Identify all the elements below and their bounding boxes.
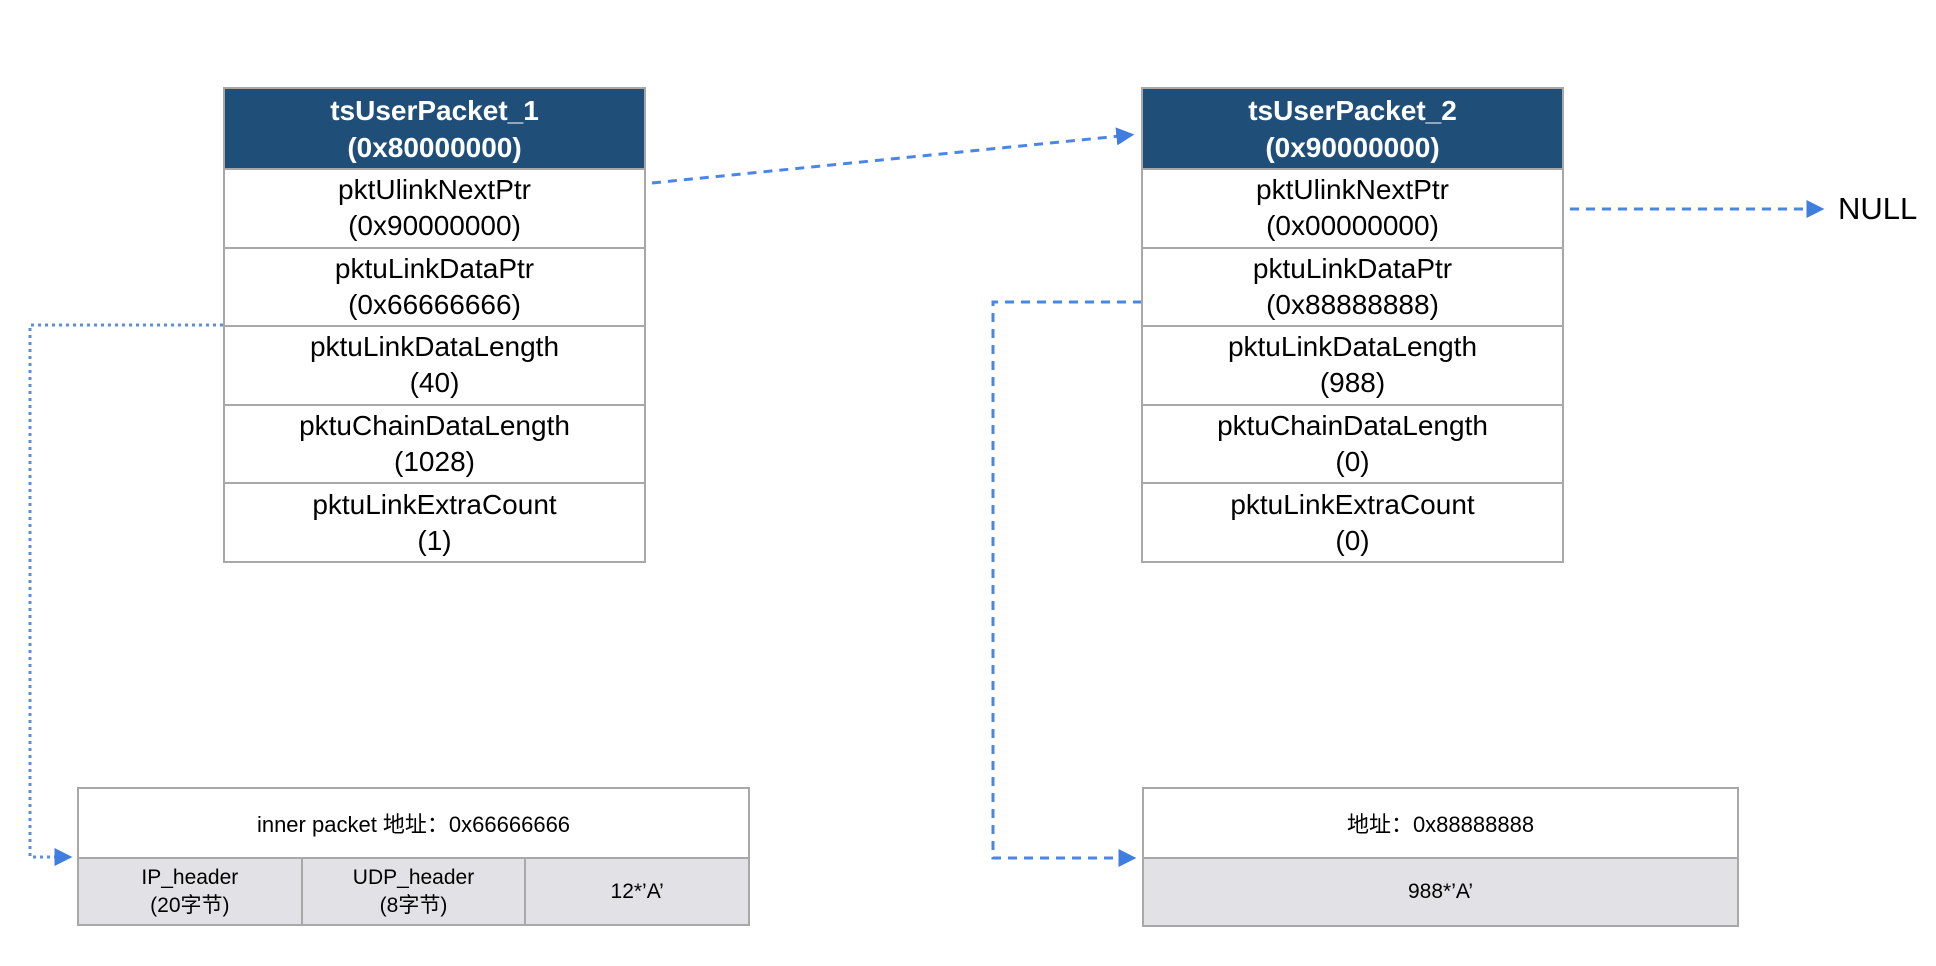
arrow-data-ptr-to-buffer2 (991, 300, 1142, 867)
field-value: (0x88888888) (1266, 288, 1439, 320)
field-value: (0x00000000) (1266, 210, 1439, 242)
buffer2-table: 地址：0x88888888 988*’A’ (1142, 787, 1739, 927)
packet1-title: tsUserPacket_1 (330, 94, 539, 126)
field-label: pktuLinkDataPtr (334, 252, 535, 284)
field-value: (1028) (394, 446, 475, 478)
field-value: (40) (409, 367, 460, 399)
field-value: (0) (1335, 524, 1370, 556)
packet1-row-next-ptr: pktUlinkNextPtr (0x90000000) (225, 168, 644, 247)
null-label: NULL (1838, 191, 1918, 226)
packet1-row-data-length: pktuLinkDataLength (40) (225, 325, 644, 404)
packet2-address: (0x90000000) (1265, 131, 1440, 163)
packet2-row-chain-length: pktuChainDataLength (0) (1143, 403, 1562, 483)
cell-line1: IP_header (141, 865, 239, 889)
cell-line2: (8字节) (379, 893, 448, 917)
arrow-data-ptr-to-buffer1 (28, 323, 223, 866)
field-label: pktuLinkExtraCount (1230, 488, 1475, 520)
packet1-table: tsUserPacket_1 (0x80000000) pktUlinkNext… (223, 87, 646, 563)
arrow-next-ptr-to-packet2 (651, 127, 1135, 185)
packet2-row-next-ptr: pktUlinkNextPtr (0x00000000) (1143, 168, 1562, 247)
packet2-row-extra-count: pktuLinkExtraCount (0) (1143, 482, 1562, 561)
packet2-title: tsUserPacket_2 (1248, 94, 1457, 126)
packet2-table: tsUserPacket_2 (0x90000000) pktUlinkNext… (1141, 87, 1564, 563)
buffer1-title: inner packet 地址：0x66666666 (79, 789, 748, 857)
field-value: (0x90000000) (348, 210, 521, 242)
field-value: (1) (417, 524, 452, 556)
packet1-address: (0x80000000) (347, 131, 522, 163)
field-label: pktuLinkDataLength (309, 331, 560, 363)
field-label: pktUlinkNextPtr (338, 174, 531, 206)
packet1-row-extra-count: pktuLinkExtraCount (1) (225, 482, 644, 561)
cell-line2: (20字节) (150, 893, 230, 917)
field-value: (988) (1319, 367, 1386, 399)
packet1-header: tsUserPacket_1 (0x80000000) (225, 89, 644, 168)
field-label: pktuLinkDataLength (1227, 331, 1478, 363)
buffer1-cells: IP_header (20字节) UDP_header (8字节) 12*’A’ (79, 857, 748, 924)
field-label: pktuLinkExtraCount (312, 488, 557, 520)
field-label: pktUlinkNextPtr (1256, 174, 1449, 206)
packet1-row-data-ptr: pktuLinkDataPtr (0x66666666) (225, 246, 644, 326)
field-value: (0x66666666) (348, 288, 521, 320)
field-label: pktuLinkDataPtr (1252, 252, 1453, 284)
field-value: (0) (1335, 446, 1370, 478)
buffer1-cell-udp-header: UDP_header (8字节) (300, 859, 525, 924)
buffer2-cells: 988*’A’ (1144, 857, 1737, 925)
packet2-row-data-length: pktuLinkDataLength (988) (1143, 325, 1562, 404)
buffer1-cell-ip-header: IP_header (20字节) (79, 859, 301, 924)
buffer2-title: 地址：0x88888888 (1144, 789, 1737, 857)
buffer1-cell-payload: 12*’A’ (524, 859, 748, 924)
buffer2-cell-payload: 988*’A’ (1408, 880, 1473, 903)
cell-line1: 12*’A’ (610, 879, 664, 903)
field-label: pktuChainDataLength (1217, 410, 1488, 442)
cell-line1: UDP_header (352, 865, 475, 889)
packet1-row-chain-length: pktuChainDataLength (1028) (225, 403, 644, 483)
packet2-header: tsUserPacket_2 (0x90000000) (1143, 89, 1562, 168)
packet2-row-data-ptr: pktuLinkDataPtr (0x88888888) (1143, 246, 1562, 326)
field-label: pktuChainDataLength (299, 410, 570, 442)
buffer1-table: inner packet 地址：0x66666666 IP_header (20… (77, 787, 750, 926)
